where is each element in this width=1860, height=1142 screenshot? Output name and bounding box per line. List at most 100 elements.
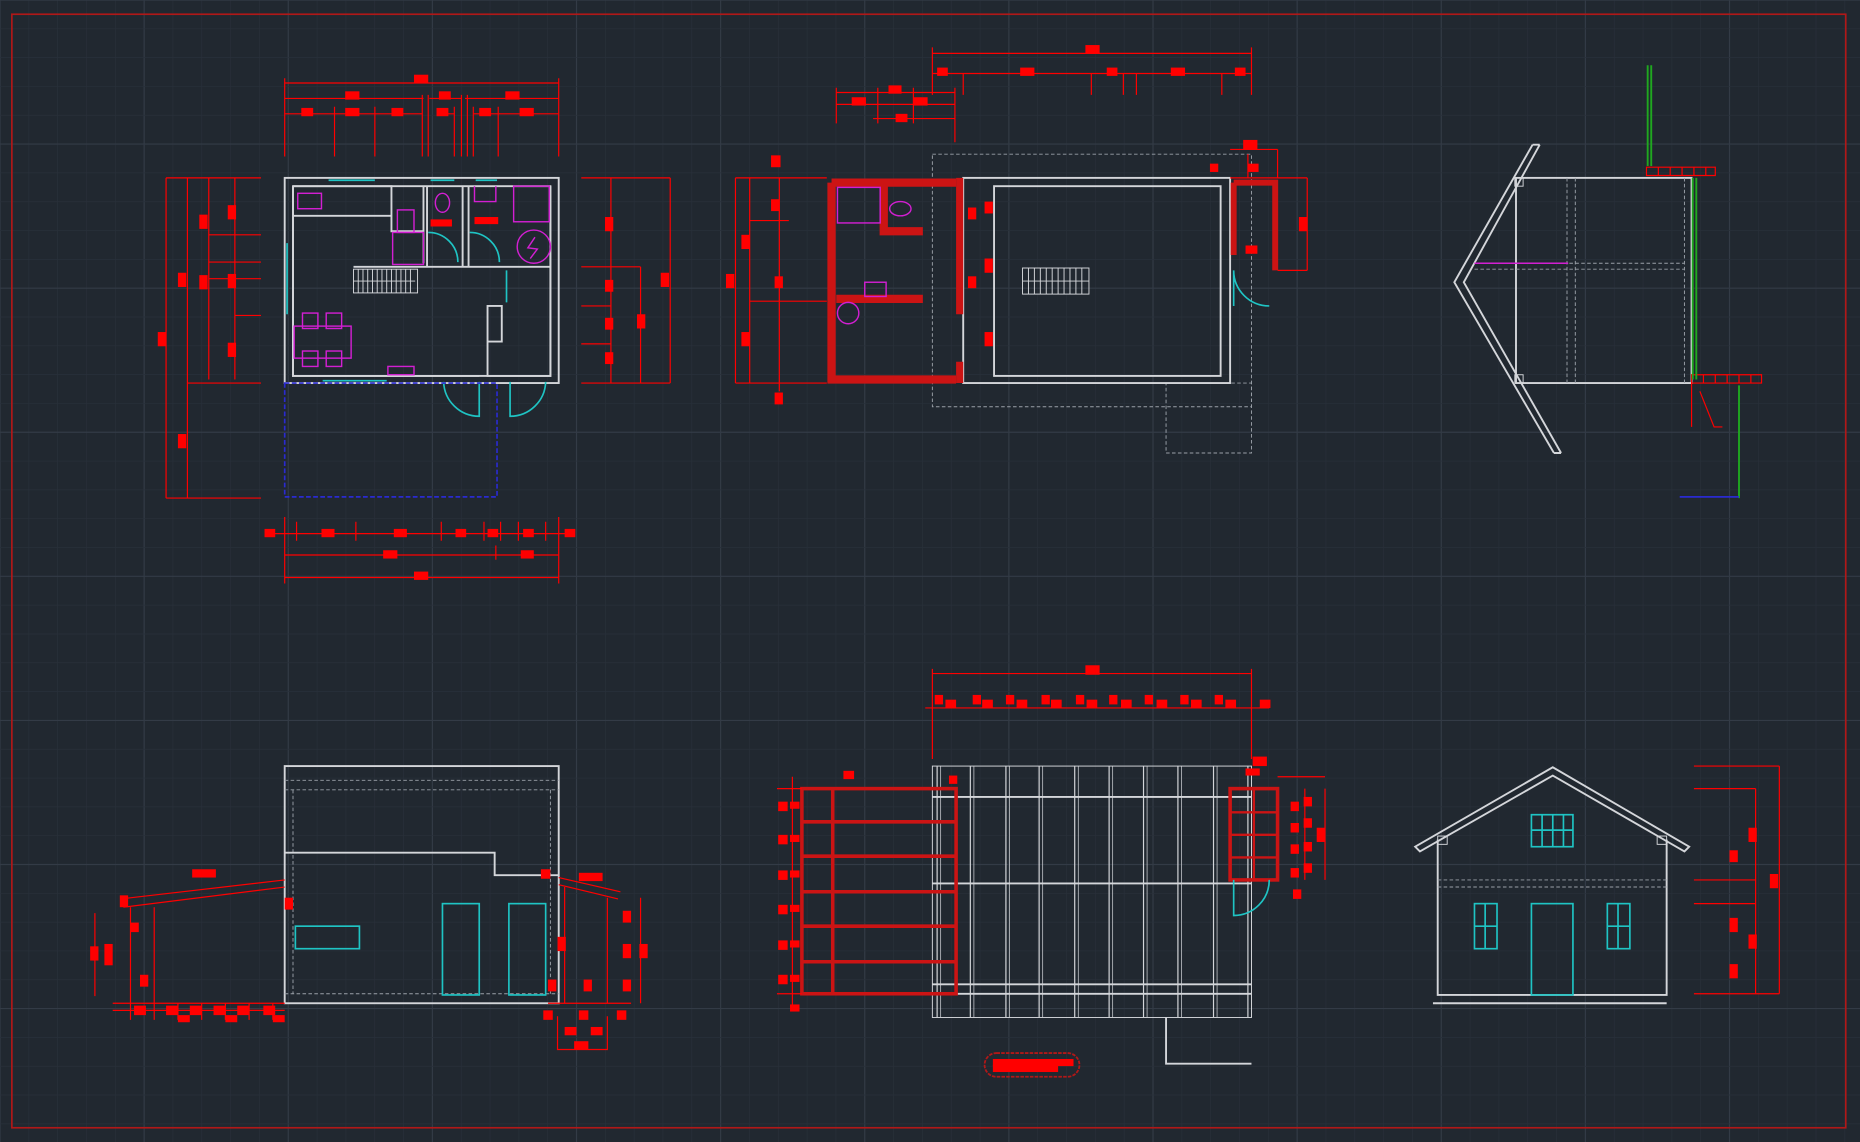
front-elevation[interactable] bbox=[1413, 765, 1780, 1005]
dimension-text-block bbox=[1303, 841, 1312, 852]
framing-plan[interactable] bbox=[776, 668, 1326, 1078]
dimension-lines bbox=[165, 78, 671, 584]
dimension-text-block bbox=[984, 201, 993, 214]
dimension-text-block bbox=[790, 834, 800, 842]
dimension-text-block bbox=[177, 434, 187, 449]
dimension-text-block bbox=[790, 904, 800, 912]
dimension-text-block bbox=[1120, 699, 1132, 708]
staircase-upper bbox=[1022, 267, 1090, 295]
dimension-text-block bbox=[843, 770, 855, 780]
sheet-border bbox=[11, 13, 1847, 1129]
dimension-text-block bbox=[321, 528, 335, 538]
floor-plan-upper[interactable] bbox=[734, 47, 1308, 454]
dimension-text-block bbox=[505, 91, 520, 100]
dimension-text-block bbox=[1190, 699, 1202, 708]
dimension-text-block bbox=[1109, 694, 1118, 705]
dimension-text-block bbox=[790, 1004, 800, 1012]
dimension-text-block bbox=[1290, 868, 1299, 878]
dimension-text-block bbox=[778, 904, 788, 915]
dimension-text-block bbox=[774, 392, 783, 405]
dimension-text-block bbox=[984, 258, 993, 273]
dimension-text-block bbox=[590, 1026, 603, 1036]
dimension-text-block bbox=[639, 943, 648, 959]
dimension-text-block bbox=[937, 67, 948, 76]
dimension-text-block bbox=[455, 528, 467, 538]
dimension-text-block bbox=[622, 943, 632, 959]
dimension-text-block bbox=[1041, 694, 1050, 705]
dimension-text-block bbox=[574, 1041, 589, 1050]
dimension-text-block bbox=[90, 946, 99, 961]
dimension-text-block bbox=[790, 801, 800, 809]
dimension-text-block bbox=[413, 74, 429, 84]
dimension-text-block bbox=[1050, 699, 1062, 708]
dimension-text-block bbox=[177, 272, 187, 287]
dimension-text-block bbox=[1209, 163, 1219, 172]
dimension-text-block bbox=[177, 1015, 190, 1023]
dimension-text-block bbox=[934, 694, 944, 705]
dimension-text-block bbox=[771, 155, 781, 168]
dimension-text-block bbox=[564, 1026, 577, 1036]
dimension-text-block bbox=[604, 279, 614, 292]
dimension-text-block bbox=[1290, 822, 1299, 833]
dimension-text-block bbox=[1225, 699, 1237, 708]
dimension-text-block bbox=[487, 528, 499, 538]
dimension-text-block bbox=[1214, 694, 1223, 705]
dimension-text-block bbox=[199, 214, 208, 229]
dimension-text-block bbox=[345, 107, 360, 117]
doors bbox=[428, 231, 547, 418]
dimension-text-block bbox=[913, 97, 928, 106]
joists bbox=[936, 766, 1252, 1018]
dimension-text-block bbox=[972, 694, 982, 705]
dimension-text-block bbox=[520, 550, 534, 559]
dimension-text-block bbox=[1156, 699, 1168, 708]
fixtures-upper bbox=[836, 186, 912, 325]
dimension-text-block bbox=[479, 107, 492, 117]
porch-outline bbox=[283, 382, 498, 498]
dimension-text-block bbox=[227, 342, 237, 357]
dimension-text-block bbox=[741, 234, 750, 250]
dimension-text-block bbox=[1075, 694, 1085, 705]
dimension-text-block bbox=[272, 1015, 285, 1023]
dimension-text-block bbox=[604, 217, 614, 232]
dimension-text-block bbox=[790, 870, 800, 878]
dimension-text-block bbox=[1259, 699, 1271, 708]
floor-plan-ground[interactable] bbox=[165, 78, 671, 584]
dimension-text-block bbox=[157, 332, 167, 347]
dimension-text-block bbox=[391, 107, 404, 117]
dimension-text-block bbox=[1303, 863, 1312, 873]
building-section[interactable] bbox=[1453, 65, 1763, 499]
dimension-text-block bbox=[1144, 694, 1154, 705]
dimension-text-block bbox=[301, 107, 314, 117]
dimension-text-block bbox=[189, 1005, 202, 1016]
door bbox=[508, 902, 547, 996]
dimension-text-block bbox=[557, 936, 566, 952]
dimension-text-block bbox=[604, 352, 614, 365]
dimension-text-block bbox=[139, 974, 149, 987]
green-elevation-lines bbox=[1646, 65, 1740, 499]
dimension-text-block bbox=[523, 528, 534, 538]
revision-cloud bbox=[983, 1052, 1081, 1078]
dimension-text-block bbox=[1234, 67, 1246, 76]
dimension-text-block bbox=[851, 97, 866, 106]
dimension-text-block bbox=[1290, 801, 1299, 812]
dimension-text-block bbox=[119, 895, 129, 908]
red-framing bbox=[800, 786, 1280, 996]
dimension-text-block bbox=[583, 979, 592, 992]
dimension-text-block bbox=[660, 272, 670, 287]
dimension-text-block bbox=[213, 1005, 226, 1016]
dimension-text-block bbox=[1748, 827, 1757, 842]
dimension-text-block bbox=[436, 107, 449, 117]
door bbox=[441, 902, 481, 996]
dimension-text-block bbox=[1005, 694, 1015, 705]
dimension-text-block bbox=[1020, 67, 1035, 76]
dimension-text-block bbox=[1180, 694, 1189, 705]
dimension-text-block bbox=[741, 332, 750, 347]
dimension-text-block bbox=[1252, 756, 1267, 767]
dimension-text-block bbox=[1729, 850, 1738, 863]
dimension-text-block bbox=[199, 275, 208, 290]
dimension-text-block bbox=[790, 940, 800, 948]
side-elevation[interactable] bbox=[94, 765, 642, 1051]
dimension-text-block bbox=[967, 276, 977, 289]
